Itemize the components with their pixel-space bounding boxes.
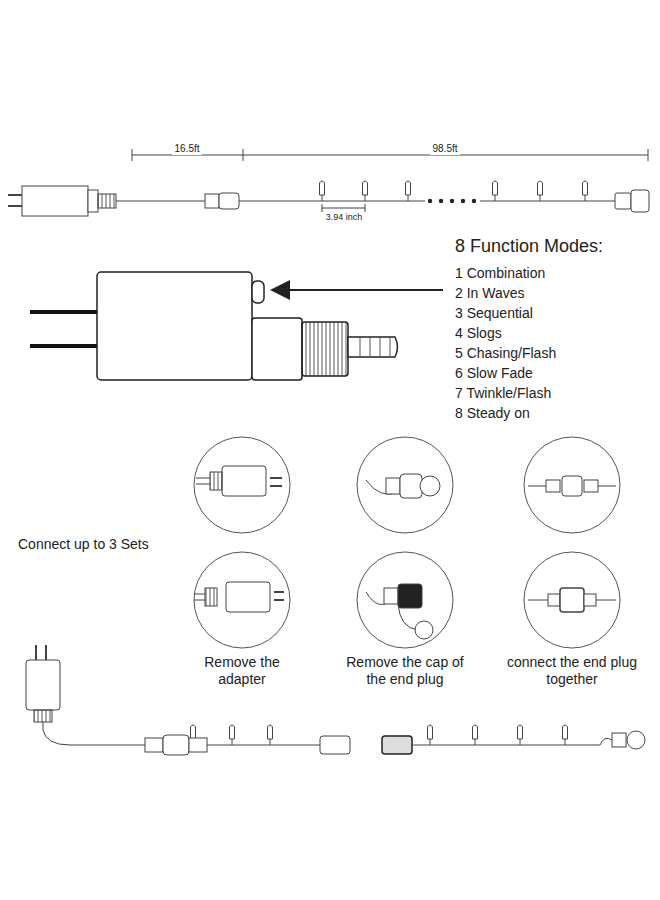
mode-item: 6 Slow Fade — [455, 365, 533, 382]
mode-item: 3 Sequential — [455, 305, 533, 322]
bulb — [538, 181, 543, 201]
bulb — [473, 725, 478, 745]
note: Connect up to 3 Sets — [18, 536, 149, 553]
bulb — [583, 181, 588, 201]
mode-item: 8 Steady on — [455, 405, 530, 422]
bulb — [563, 725, 568, 745]
mode-item: 5 Chasing/Flash — [455, 345, 556, 362]
bulb — [363, 181, 368, 201]
bulb — [518, 725, 523, 745]
bulb — [406, 181, 411, 201]
step-caption: connect the end plug together — [507, 654, 637, 688]
step-caption: Remove the cap of the end plug — [335, 654, 475, 688]
bulb — [230, 725, 235, 745]
heading: 8 Function Modes: — [455, 236, 603, 258]
dimension: 16.5ft — [172, 143, 201, 155]
mode-item: 1 Combination — [455, 265, 545, 282]
mode-item: 4 Slogs — [455, 325, 502, 342]
dimension: 3.94 inch — [324, 212, 365, 223]
step-caption: Remove the adapter — [197, 654, 287, 688]
mode-item: 2 In Waves — [455, 285, 525, 302]
bulb — [428, 725, 433, 745]
bulb — [493, 181, 498, 201]
bulb — [320, 181, 325, 201]
bulb — [268, 725, 273, 745]
dimension: 98.5ft — [430, 143, 459, 155]
mode-item: 7 Twinkle/Flash — [455, 385, 551, 402]
